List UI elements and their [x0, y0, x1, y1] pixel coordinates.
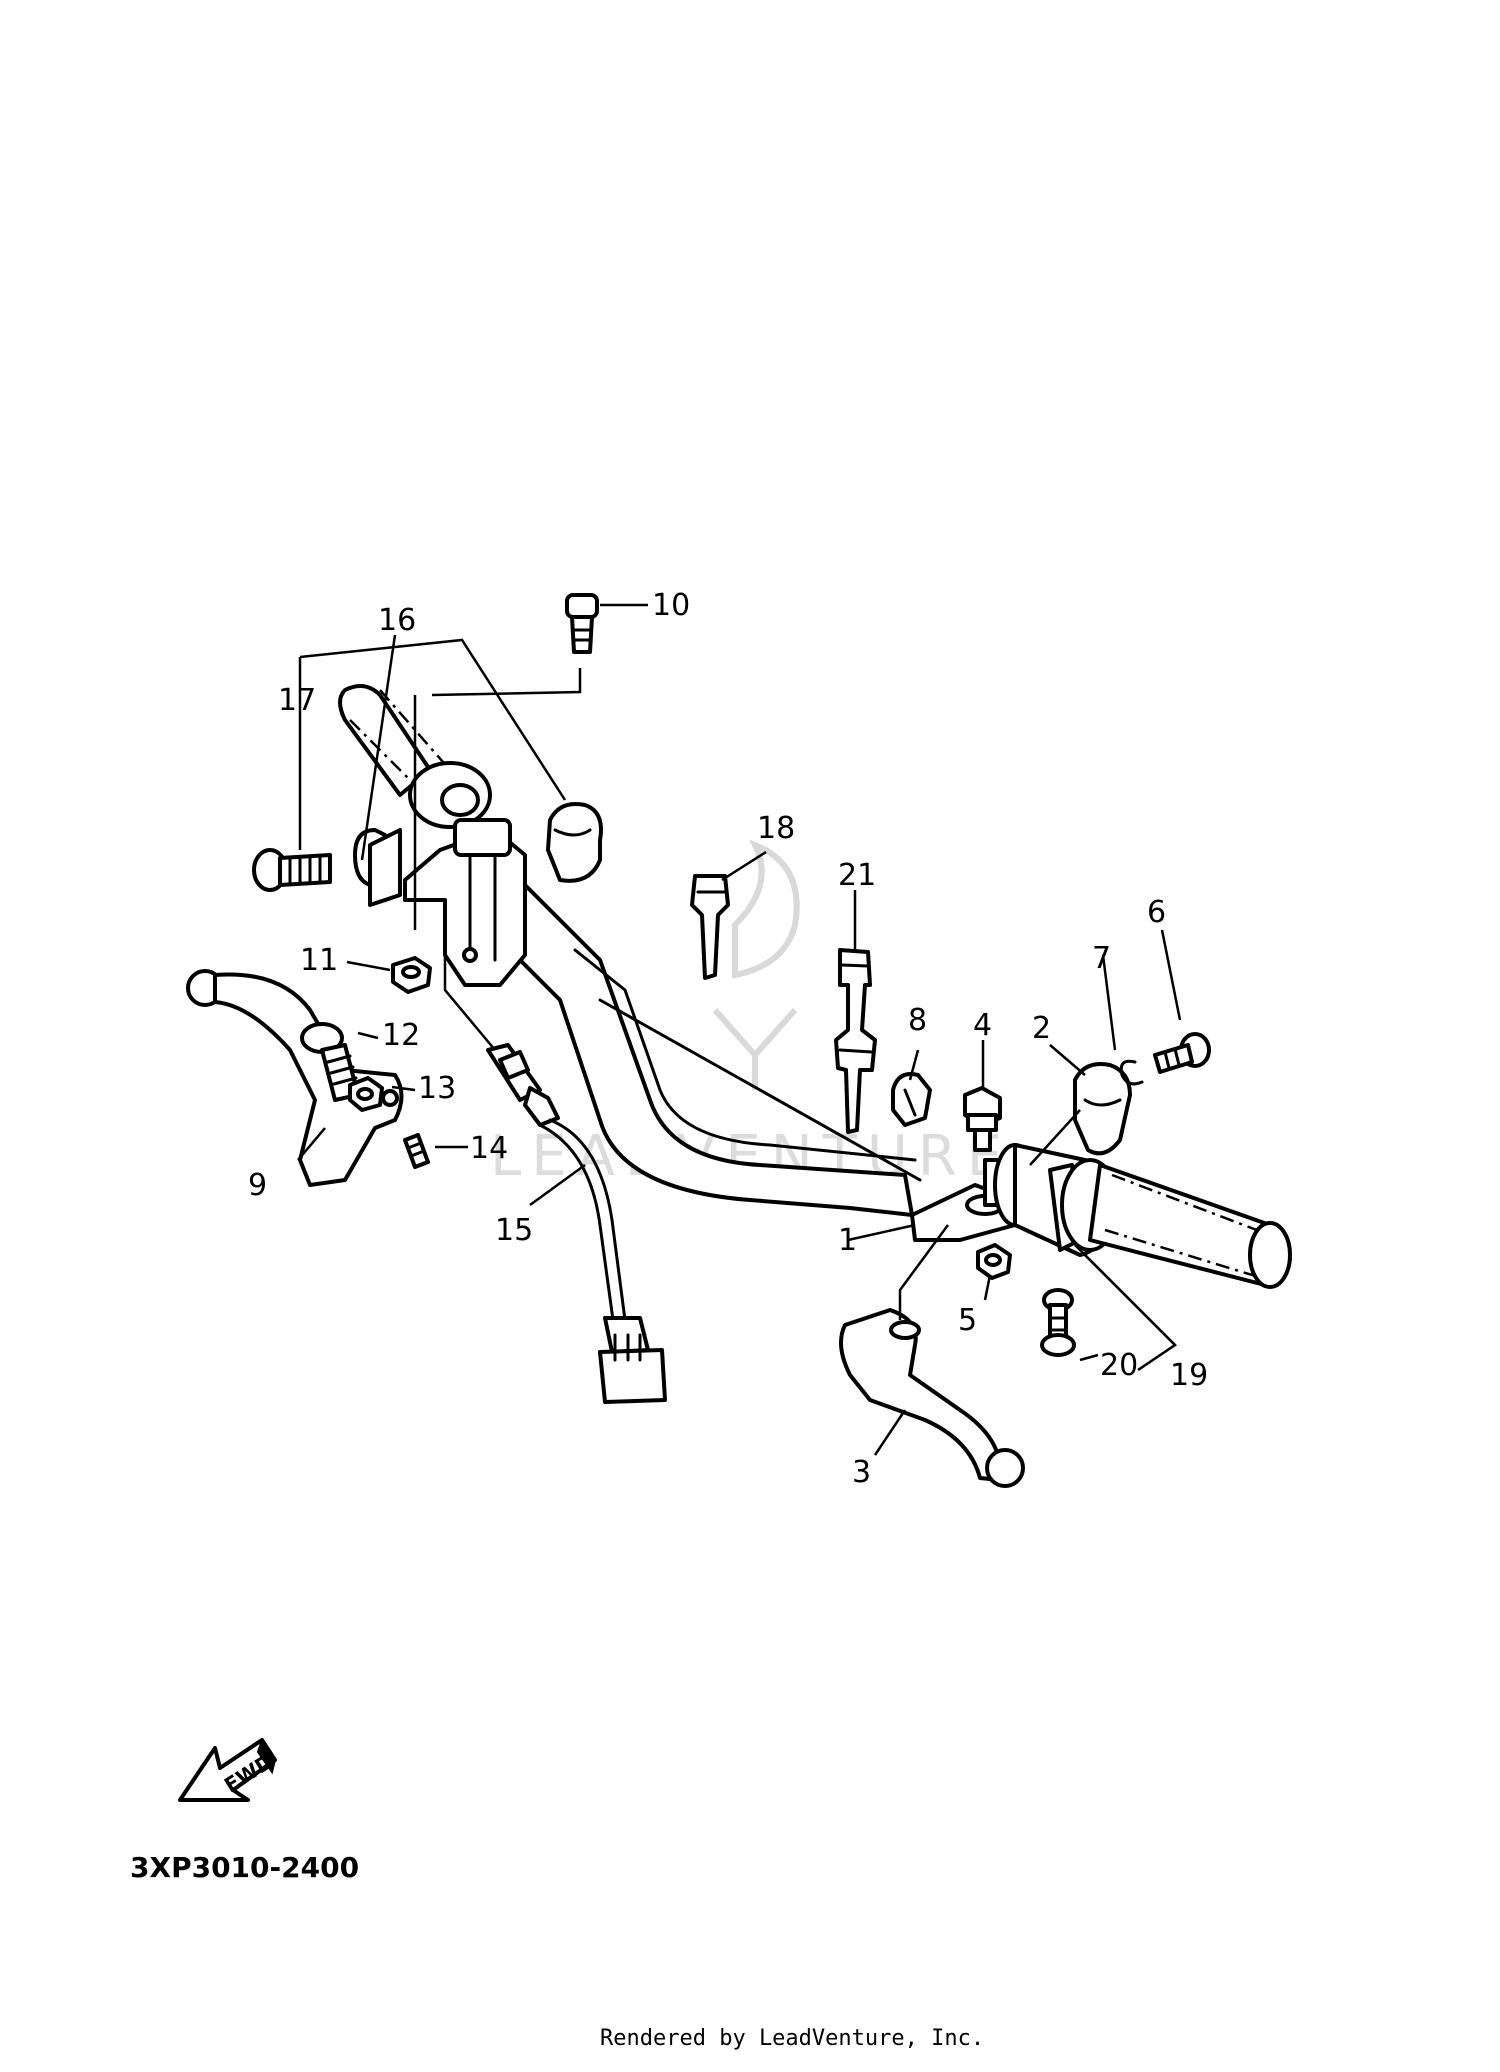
nut-11 [391, 956, 432, 994]
screw-6 [1153, 1032, 1211, 1074]
left-lever-holder [403, 818, 527, 987]
clutch-switch-cable [486, 1043, 667, 1404]
cable-tie-18 [690, 874, 730, 980]
callout-9: 9 [248, 1168, 267, 1203]
diagram-code: 3XP3010-2400 [130, 1851, 359, 1884]
callout-3: 3 [852, 1455, 871, 1490]
callout-2: 2 [1032, 1011, 1051, 1046]
callout-10: 10 [652, 588, 690, 623]
callout-13: 13 [418, 1071, 456, 1106]
callout-11: 11 [300, 943, 338, 978]
callout-4: 4 [973, 1008, 992, 1043]
nut-5 [976, 1243, 1012, 1280]
callout-8: 8 [908, 1003, 927, 1038]
left-clamp-halves [353, 802, 603, 907]
callout-17: 17 [278, 683, 316, 718]
right-grip [1088, 1163, 1292, 1289]
handlebar [488, 878, 922, 1217]
bolt-10 [565, 593, 599, 654]
bolt-17 [252, 848, 332, 892]
cable-tie-21 [834, 948, 877, 1134]
circlip-7 [1119, 1059, 1144, 1086]
callout-5: 5 [958, 1303, 977, 1338]
callout-21: 21 [838, 858, 876, 893]
callout-15: 15 [495, 1213, 533, 1248]
left-lever-hardware [300, 1022, 430, 1169]
left-grip [338, 684, 492, 829]
right-lever-bracket [910, 1158, 1017, 1242]
leader-lines [297, 603, 1182, 1456]
clamp-8 [891, 1072, 932, 1127]
callout-19: 19 [1170, 1358, 1208, 1393]
callout-labels: 1 2 3 4 5 6 7 8 9 10 11 12 13 14 15 16 1… [248, 588, 1208, 1490]
callout-6: 6 [1147, 895, 1166, 930]
screw-20 [1040, 1288, 1076, 1357]
callout-7: 7 [1092, 941, 1111, 976]
callout-1: 1 [838, 1223, 857, 1258]
callout-12: 12 [382, 1018, 420, 1053]
callout-18: 18 [757, 811, 795, 846]
callout-20: 20 [1100, 1348, 1138, 1383]
forward-arrow-icon: FWD [178, 1737, 277, 1802]
callout-14: 14 [470, 1131, 508, 1166]
left-lever [186, 969, 404, 1187]
right-lever [839, 1308, 1025, 1488]
footer-credit: Rendered by LeadVenture, Inc. [600, 2026, 984, 2051]
callout-16: 16 [378, 603, 416, 638]
